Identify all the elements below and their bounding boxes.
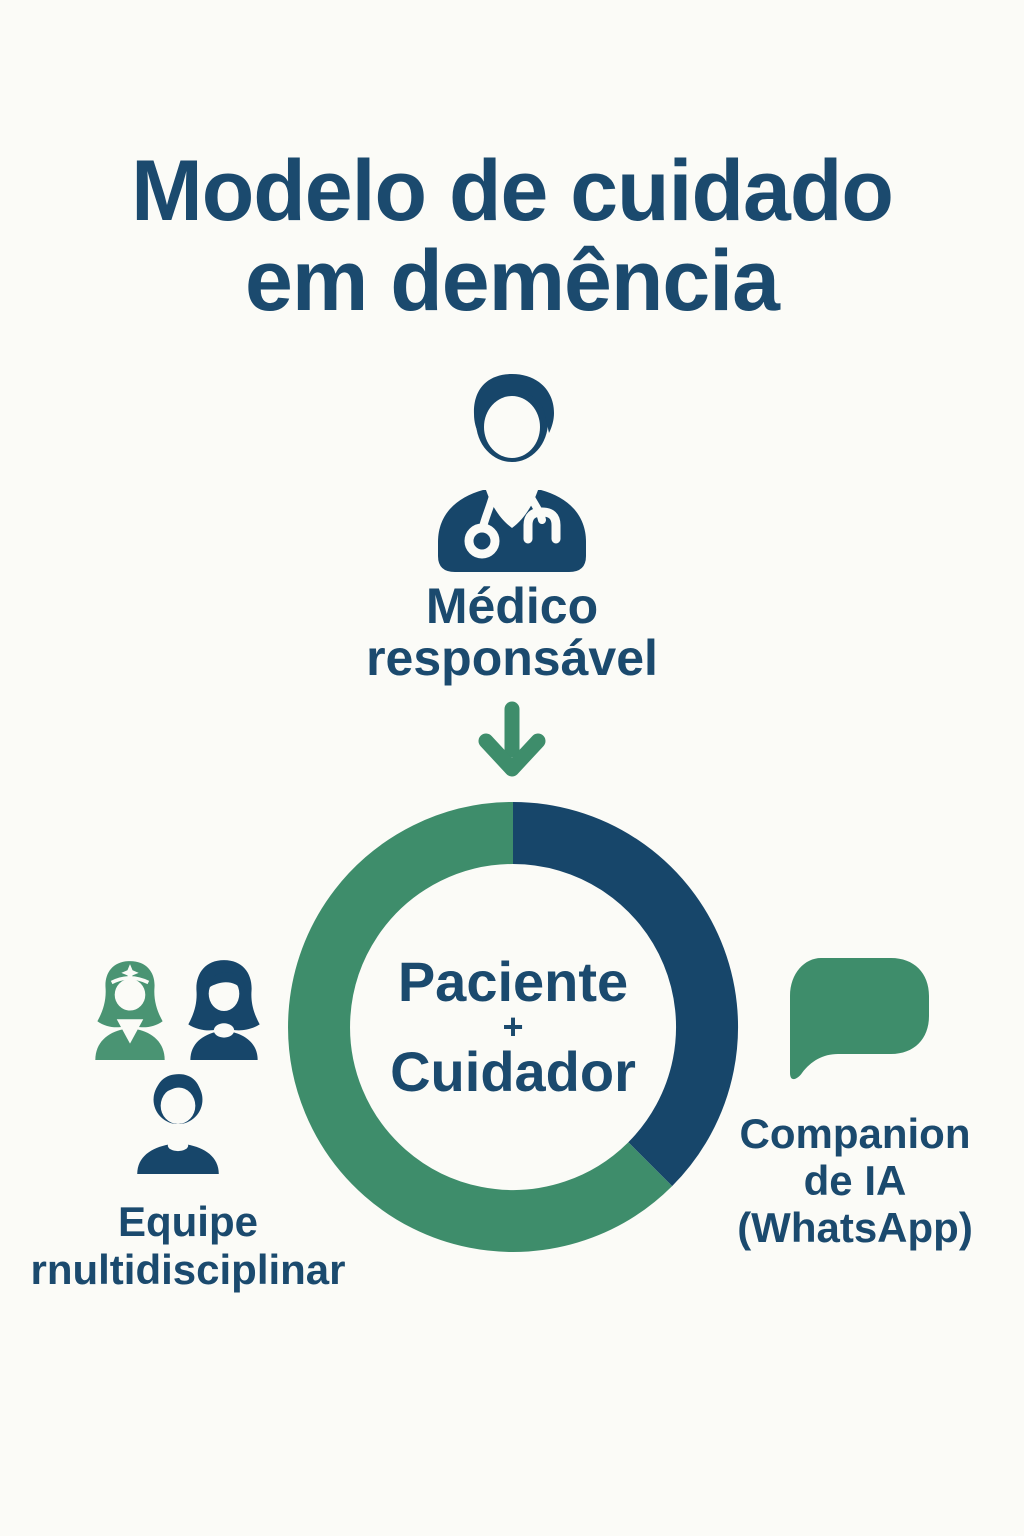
doctor-label: Médico responsável bbox=[0, 580, 1024, 684]
companion-label-line3: (WhatsApp) bbox=[737, 1204, 973, 1251]
care-ring-segment-left bbox=[288, 802, 673, 1252]
ring-center-label: Paciente + Cuidador bbox=[313, 954, 713, 1100]
arrow-down-icon bbox=[478, 701, 546, 777]
team-label-line2: rnultidisciplinar bbox=[30, 1246, 346, 1293]
companion-label-line2: de IA bbox=[803, 1157, 907, 1204]
page-title-line2: em demência bbox=[245, 233, 780, 329]
care-ring-segment-right bbox=[512, 802, 739, 1187]
companion-label-line1: Companion bbox=[739, 1110, 971, 1157]
ring-center-line1: Paciente bbox=[397, 950, 629, 1013]
nurse-icon bbox=[95, 961, 165, 1060]
doctor-icon bbox=[438, 374, 586, 572]
chat-bubble-icon bbox=[790, 958, 929, 1080]
ring-center-line2: Cuidador bbox=[390, 1040, 636, 1103]
man-icon bbox=[137, 1074, 219, 1174]
doctor-label-line1: Médico bbox=[425, 578, 599, 634]
care-ring bbox=[288, 802, 739, 1252]
ring-center-plus: + bbox=[502, 1006, 524, 1047]
page-title-line1: Modelo de cuidado bbox=[131, 143, 894, 239]
woman-icon bbox=[188, 960, 260, 1060]
page-title: Modelo de cuidado em demência bbox=[0, 146, 1024, 326]
doctor-label-line2: responsável bbox=[366, 630, 658, 686]
team-label: Equipe rnultidisciplinar bbox=[10, 1198, 366, 1294]
companion-label: Companion de IA (WhatsApp) bbox=[700, 1110, 1010, 1251]
team-label-line1: Equipe bbox=[117, 1198, 258, 1245]
